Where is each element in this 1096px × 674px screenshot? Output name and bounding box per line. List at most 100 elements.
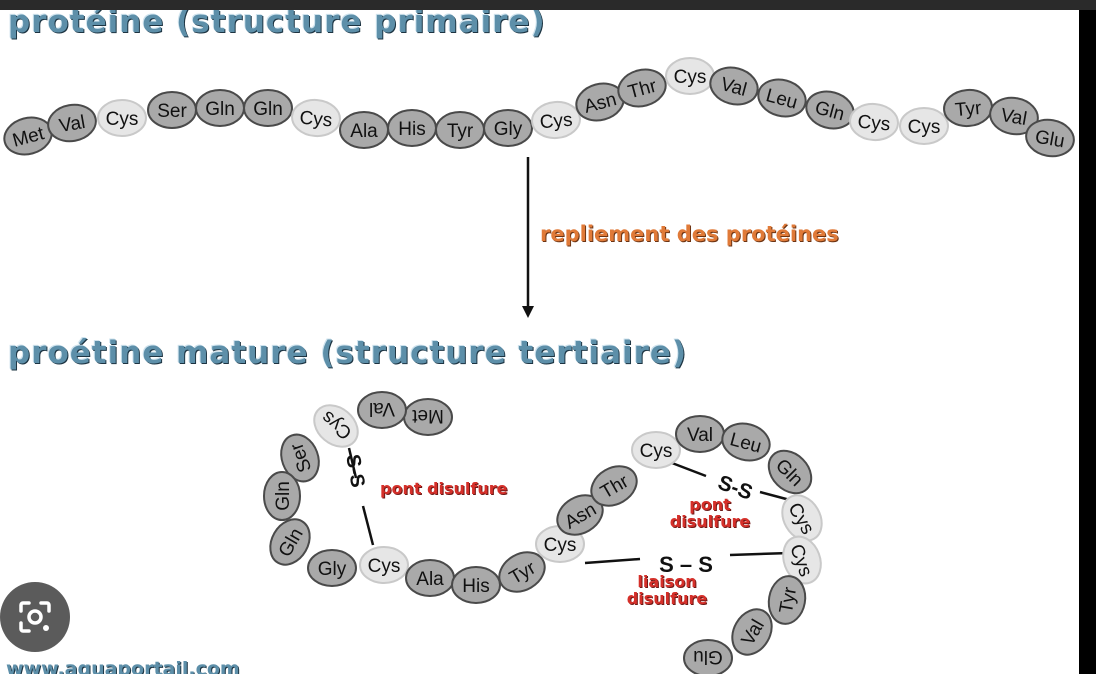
bond-line	[729, 551, 791, 557]
primary-residue-cys: Cys	[97, 99, 147, 137]
tertiary-residue-met: Met	[403, 398, 453, 436]
ss-bond-bottom: S – S	[659, 552, 713, 577]
primary-residue-cys: Cys	[849, 102, 899, 142]
primary-residue-cys: Cys	[291, 98, 341, 138]
residue-label: Tyr	[447, 121, 474, 142]
ss-bond-left: S-S	[341, 453, 368, 490]
tertiary-residue-his: His	[451, 566, 501, 604]
residue-label: Gly	[494, 119, 523, 140]
residue-label: Cys	[674, 67, 707, 88]
residue-label: Glu	[1033, 127, 1066, 153]
residue-label: Met	[411, 405, 443, 426]
residue-label: Ala	[350, 121, 378, 142]
tertiary-residue-ser: Ser	[280, 433, 320, 483]
tertiary-residue-val: Val	[675, 415, 725, 453]
residue-label: Ser	[157, 101, 187, 122]
google-lens-icon	[19, 601, 51, 633]
primary-residue-gln: Gln	[195, 89, 245, 127]
primary-residue-gln: Gln	[243, 89, 293, 127]
tertiary-residue-gln: Gln	[767, 449, 813, 495]
tertiary-residue-val: Val	[731, 608, 773, 656]
watermark: www.aquaportail.com	[6, 658, 240, 674]
residue-label: Gly	[318, 559, 347, 580]
disulfure-word: disulfure	[626, 589, 708, 608]
residue-label: Gln	[253, 99, 283, 120]
right-edge	[1079, 10, 1096, 674]
tertiary-residue-glu: Glu	[683, 639, 733, 674]
tertiary-residue-cys: Cys	[782, 535, 822, 585]
residue-label: Cys	[299, 108, 333, 132]
primary-residue-cys: Cys	[531, 100, 581, 140]
tertiary-residue-cys: Cys	[781, 494, 823, 542]
primary-residue-val: Val	[709, 66, 759, 106]
residue-label: Val	[687, 425, 713, 446]
pont-disulfure-label: pont disulfure	[380, 479, 508, 498]
folding-arrow-head	[522, 306, 534, 318]
primary-residue-asn: Asn	[575, 82, 625, 122]
bond-line	[347, 447, 358, 479]
tertiary-structure-heading: proétine mature (structure tertiaire)	[8, 335, 688, 371]
primary-residue-thr: Thr	[617, 68, 667, 108]
primary-residue-ala: Ala	[339, 111, 389, 149]
liaison-word: liaison	[637, 572, 697, 591]
tertiary-residue-thr: Thr	[590, 465, 638, 507]
primary-residue-val: Val	[47, 103, 97, 143]
primary-residue-ser: Ser	[147, 91, 197, 129]
folding-label: repliement des protéines	[540, 222, 839, 246]
tertiary-residue-cys: Cys	[359, 546, 409, 584]
residue-label: Ala	[416, 569, 444, 590]
disulfure-word: disulfure	[669, 512, 751, 531]
residue-label: Val	[58, 112, 87, 137]
residue-label: Cys	[640, 441, 673, 462]
tertiary-residue-cys: Cys	[313, 404, 359, 448]
primary-residue-his: His	[387, 109, 437, 147]
bond-line	[361, 505, 375, 546]
residue-label: His	[462, 576, 489, 597]
tertiary-residue-cys: Cys	[631, 431, 681, 469]
tertiary-residue-asn: Asn	[556, 494, 604, 536]
tertiary-residue-gln: Gln	[263, 471, 301, 521]
residue-label: Tyr	[776, 585, 801, 615]
tertiary-residue-gly: Gly	[307, 549, 357, 587]
residue-label: Glu	[693, 646, 723, 667]
primary-residue-val: Val	[989, 96, 1039, 136]
primary-residue-leu: Leu	[757, 78, 807, 118]
bond-line	[584, 557, 641, 565]
residue-label: Cys	[544, 535, 577, 556]
primary-residue-cys: Cys	[899, 107, 949, 145]
tertiary-residue-val: Val	[357, 391, 407, 429]
primary-residue-met: Met	[3, 116, 53, 156]
liaison-disulfure-label: liaison disulfure	[612, 573, 722, 607]
residue-label: Gln	[273, 481, 294, 511]
residue-label: Tyr	[954, 98, 983, 121]
bond-line	[759, 490, 791, 502]
primary-residue-tyr: Tyr	[435, 111, 485, 149]
residue-label: Gln	[205, 99, 235, 120]
primary-residue-gly: Gly	[483, 109, 533, 147]
primary-structure-heading: protéine (structure primaire)	[8, 10, 546, 40]
primary-residue-tyr: Tyr	[943, 88, 993, 128]
primary-residue-cys: Cys	[665, 57, 715, 95]
residue-label: Val	[369, 398, 395, 419]
residue-label: His	[398, 119, 425, 140]
primary-residue-gln: Gln	[805, 90, 855, 130]
residue-label: Cys	[106, 109, 139, 130]
tertiary-residue-tyr: Tyr	[498, 551, 546, 593]
pont-word: pont	[689, 495, 731, 514]
tertiary-residue-leu: Leu	[721, 422, 771, 462]
primary-residue-glu: Glu	[1025, 118, 1075, 158]
bond-line	[671, 461, 707, 478]
tertiary-residue-ala: Ala	[405, 559, 455, 597]
residue-label: Cys	[539, 110, 573, 134]
residue-label: Val	[999, 105, 1028, 130]
tertiary-residue-tyr: Tyr	[767, 575, 807, 625]
google-lens-button[interactable]	[0, 582, 70, 652]
residue-label: Cys	[368, 556, 401, 577]
tertiary-residue-gln: Gln	[269, 518, 311, 566]
residue-label: Cys	[908, 117, 941, 138]
residue-label: Cys	[857, 112, 891, 136]
